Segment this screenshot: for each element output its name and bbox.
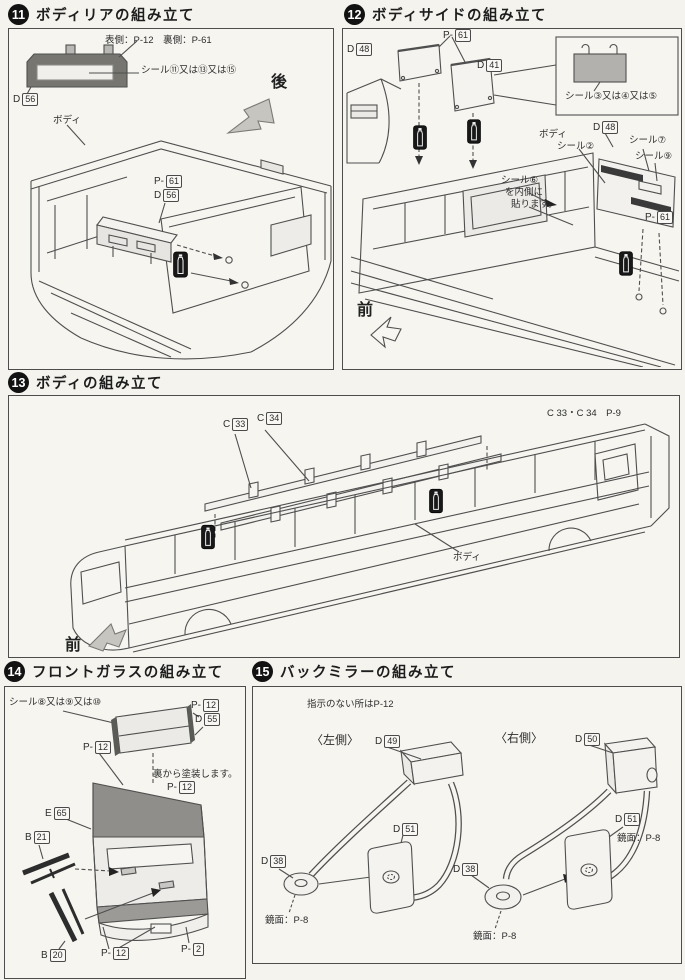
part-label-p12-c: P-12 — [101, 947, 130, 960]
step12-seal6-note-line2: を内側に — [505, 187, 544, 198]
step15-mirror-face-note-left: 鏡面：P-8 — [265, 915, 309, 926]
part-label-p61: P-61 — [154, 175, 183, 188]
step12-diagram — [346, 35, 680, 367]
step15-mirror-face-note-right-upper: 鏡面：P-8 — [617, 833, 661, 844]
step15-default-paint-note: 指示のない所はP-12 — [307, 699, 394, 710]
step13-diagram — [70, 423, 670, 653]
step15-mirror-face-note-right-lower: 鏡面：P-8 — [473, 931, 517, 942]
step11-title: ボディリアの組み立て — [36, 8, 195, 24]
part-label-p12-b: P-12 — [83, 741, 112, 754]
part-label-p61-a: P-61 — [443, 29, 472, 42]
step13-parts-paint-note: C 33・C 34 P-9 — [547, 408, 621, 419]
front-direction-label: 前 — [357, 302, 374, 319]
step11-seal-note: シール⑪又は⑬又は⑮ — [141, 65, 237, 76]
rear-direction-label: 後 — [271, 74, 288, 91]
step14-number-badge: 14 — [4, 661, 25, 682]
step11-number-badge: 11 — [8, 4, 29, 25]
cement-icon — [413, 125, 427, 150]
rear-direction-arrow-icon — [226, 98, 275, 134]
part-label-p2: P-2 — [181, 943, 205, 956]
step12-title: ボディサイドの組み立て — [372, 8, 547, 24]
step15-title: バックミラーの組み立て — [280, 665, 456, 681]
step11-diagram — [22, 40, 332, 360]
step14-header: 14 フロントガラスの組み立て — [4, 661, 224, 682]
step12-number-badge: 12 — [344, 4, 365, 25]
cement-icon — [173, 251, 188, 278]
step13-number-badge: 13 — [8, 372, 29, 393]
step11-body-label: ボディ — [53, 115, 81, 126]
step12-seal7-note: シール⑦ — [629, 135, 667, 146]
front-direction-arrow-icon — [87, 623, 127, 652]
step13-header: 13 ボディの組み立て — [8, 372, 163, 393]
cement-icon — [429, 488, 443, 514]
step12-body-label: ボディ — [539, 129, 567, 140]
step12-inset-seal-note: シール③又は④又は⑤ — [565, 91, 658, 102]
step15-number-badge: 15 — [252, 661, 273, 682]
step13-body-label: ボディ — [453, 552, 481, 563]
cement-icon — [467, 119, 481, 144]
step13-title: ボディの組み立て — [36, 376, 163, 392]
step12-seal9-note: シール⑨ — [635, 151, 673, 162]
step14-paint-note: 裏から塗装します。 — [153, 769, 238, 780]
step12-seal2-note: シール② — [557, 141, 595, 152]
step12-header: 12 ボディサイドの組み立て — [344, 4, 547, 25]
step15-diagram — [278, 737, 658, 930]
step11-paint-note: 表側：P-12 裏側：P-61 — [105, 35, 212, 46]
step12-seal6-note-line1: シール⑥ — [501, 175, 539, 186]
step15-right-side-label: 〈右側〉 — [495, 731, 544, 745]
step14-seal-note: シール⑧又は⑨又は⑩ — [9, 697, 102, 708]
front-direction-label: 前 — [65, 637, 82, 654]
part-label-p61-b: P-61 — [645, 211, 674, 224]
step14-diagram — [22, 704, 209, 950]
part-label-p12-a: P-12 — [191, 699, 220, 712]
front-direction-outline-arrow-icon — [370, 316, 402, 349]
cement-icon — [619, 251, 633, 276]
step11-header: 11 ボディリアの組み立て — [8, 4, 195, 25]
step15-header: 15 バックミラーの組み立て — [252, 661, 456, 682]
step14-title: フロントガラスの組み立て — [32, 665, 224, 681]
cement-icon — [201, 524, 215, 550]
step12-seal6-note-line3: 貼ります。 — [511, 199, 558, 210]
step15-left-side-label: 〈左側〉 — [311, 733, 360, 747]
part-label-p12-paint: P-12 — [167, 781, 196, 794]
